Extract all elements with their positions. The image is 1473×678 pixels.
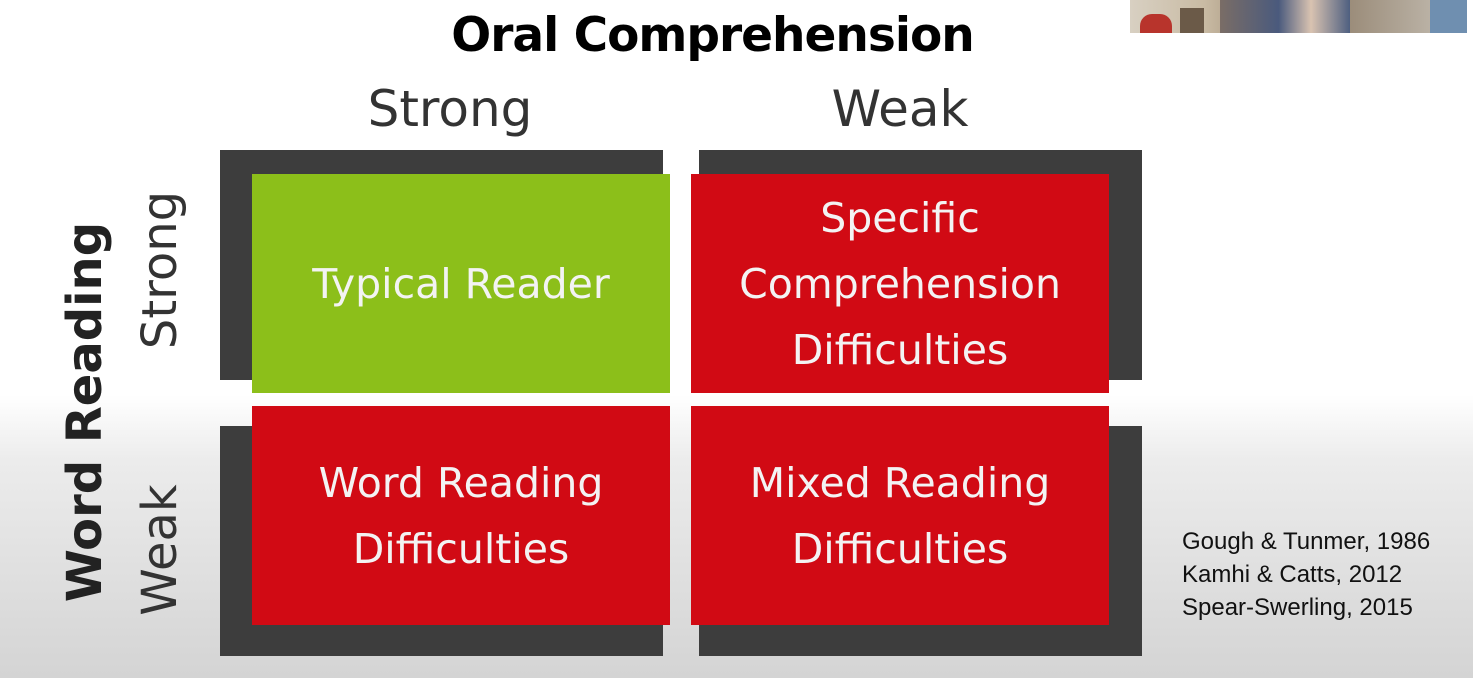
webcam-person (1220, 0, 1350, 33)
row-label-strong: Strong (132, 190, 188, 350)
quadrant-text: Mixed Reading (749, 458, 1051, 507)
quadrant-typical-reader: Typical Reader (252, 174, 670, 393)
quadrant-text: Typical Reader (312, 259, 610, 308)
column-label-strong: Strong (367, 80, 533, 138)
webcam-thumbnail (1130, 0, 1467, 33)
citation-list: Gough & Tunmer, 1986 Kamhi & Catts, 2012… (1182, 525, 1430, 624)
citation: Gough & Tunmer, 1986 (1182, 528, 1431, 555)
quadrant-text: Specific (820, 193, 980, 242)
quadrant-text: Difficulties (352, 524, 570, 573)
quadrant-text: Comprehension (739, 259, 1061, 308)
slide-title: Oral Comprehension (451, 8, 974, 63)
citation: Kamhi & Catts, 2012 (1182, 561, 1403, 588)
quadrant-word-reading: Word Reading Difficulties (252, 406, 670, 625)
quadrant-text: Difficulties (791, 524, 1009, 573)
quadrant-text: Difficulties (791, 325, 1009, 374)
webcam-object (1180, 8, 1204, 33)
column-label-weak: Weak (831, 80, 969, 138)
quadrant-text: Word Reading (318, 458, 604, 507)
row-axis-title: Word Reading (57, 221, 113, 603)
quadrant-specific-comprehension: Specific Comprehension Difficulties (691, 174, 1109, 393)
webcam-object (1140, 14, 1172, 33)
quadrant-mixed-reading: Mixed Reading Difficulties (691, 406, 1109, 625)
webcam-object (1430, 0, 1467, 33)
row-label-weak: Weak (132, 484, 188, 616)
citation: Spear-Swerling, 2015 (1182, 594, 1413, 621)
